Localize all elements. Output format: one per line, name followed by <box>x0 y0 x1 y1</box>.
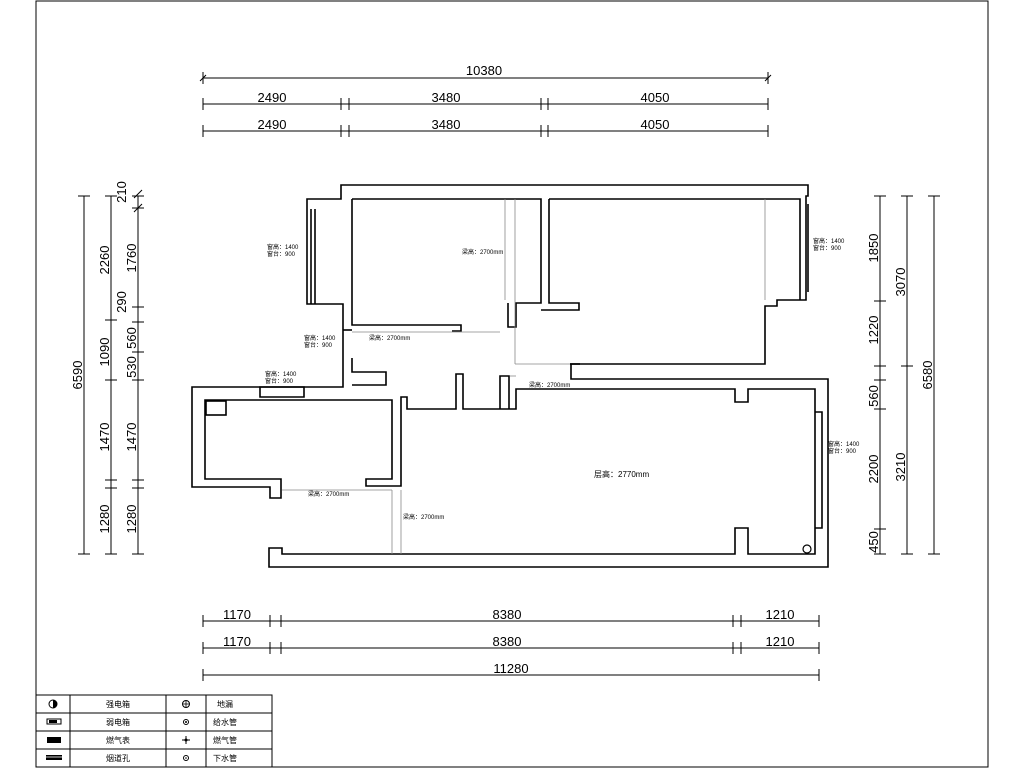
legend-label-gas-meter: 燃气表 <box>106 735 130 745</box>
legend-table <box>35 694 273 768</box>
drain-icon <box>183 755 189 761</box>
legend-label-drain: 下水管 <box>213 753 237 763</box>
window-height-label-4: 窗高：1400 <box>265 370 297 378</box>
left-inner-dimension-2: 1760 <box>124 244 139 273</box>
top-dimension-4: 2490 <box>258 117 287 132</box>
vent-icon <box>46 755 62 760</box>
strong-box-icon <box>46 718 62 725</box>
beam-label-3: 梁高：2700mm <box>529 381 570 389</box>
left-inner-dimension-1: 210 <box>114 181 129 203</box>
right-inner-dimension-5: 450 <box>866 531 881 553</box>
right-inner-dimension-3: 560 <box>866 385 881 407</box>
legend-label-vent: 烟道孔 <box>106 753 130 763</box>
bottom-dimension-4: 1170 <box>223 634 251 649</box>
window-sill-label-5: 窗台：900 <box>828 447 857 455</box>
left-inner-dimension-5: 530 <box>124 356 139 378</box>
left-mid-dimension-3: 1470 <box>97 423 112 452</box>
legend-label-strong-box: 弱电箱 <box>106 717 130 727</box>
right-inner-dimension-2: 1220 <box>866 316 881 345</box>
top-dimension-3: 4050 <box>641 90 670 105</box>
beam-lines <box>282 199 766 554</box>
window-sill-label-3: 窗台：900 <box>304 341 333 349</box>
bottom-dimension-5: 8380 <box>493 634 522 649</box>
right-mid-dimension-1: 3070 <box>893 268 908 297</box>
window-sill-label-1: 窗台：900 <box>267 250 296 258</box>
beam-label-5: 梁高：2700mm <box>403 513 444 521</box>
beam-label-2: 梁高：2700mm <box>369 334 410 342</box>
window-sill-label-4: 窗台：900 <box>265 377 294 385</box>
bottom-dimension-6: 1210 <box>766 634 795 649</box>
window-height-label-3: 窗高：1400 <box>304 334 336 342</box>
legend-label-gas-pipe: 燃气管 <box>213 735 237 745</box>
bottom-total-dimension: 11280 <box>493 661 528 676</box>
top-dimension-5: 3480 <box>432 117 461 132</box>
window-height-label-1: 窗高：1400 <box>267 243 299 251</box>
bottom-dimensions <box>202 615 820 681</box>
left-mid-dimension-1: 2260 <box>97 246 112 275</box>
legend-label-floor-drain: 地漏 <box>217 699 233 709</box>
left-total-dimension: 6590 <box>70 361 85 390</box>
gas-meter-icon <box>47 737 61 743</box>
column-circle <box>802 544 812 554</box>
right-inner-dimension-1: 1850 <box>866 234 881 263</box>
left-inner-dimension-4: 560 <box>124 327 139 349</box>
left-inner-dimension-6: 1470 <box>124 423 139 452</box>
distribution-box-icon <box>48 699 58 709</box>
left-dimensions <box>78 189 144 555</box>
ceiling-height-label: 层高：2770mm <box>594 469 649 479</box>
right-dimensions <box>874 195 940 555</box>
right-total-dimension: 6580 <box>920 361 935 390</box>
bottom-dimension-1: 1170 <box>223 607 251 622</box>
left-inner-dimension-3: 290 <box>114 291 129 313</box>
top-dimension-1: 2490 <box>258 90 287 105</box>
water-supply-icon <box>183 719 189 725</box>
left-inner-dimension-7: 1280 <box>124 505 139 534</box>
bottom-dimension-2: 8380 <box>493 607 522 622</box>
legend-label-water-supply: 给水管 <box>213 717 237 727</box>
left-mid-dimension-4: 1280 <box>97 505 112 534</box>
floor-drain-icon <box>182 700 190 708</box>
window-height-label-5: 窗高：1400 <box>828 440 860 448</box>
left-mid-dimension-2: 1090 <box>97 338 112 367</box>
window-sill-label-2: 窗台：900 <box>813 244 842 252</box>
bottom-dimension-3: 1210 <box>766 607 795 622</box>
beam-label-4: 梁高：2700mm <box>308 490 349 498</box>
top-total-dimension: 10380 <box>466 63 502 78</box>
walls <box>191 184 829 568</box>
top-dimensions <box>199 72 772 137</box>
right-inner-dimension-4: 2200 <box>866 455 881 484</box>
right-mid-dimension-2: 3210 <box>893 453 908 482</box>
window-height-label-2: 窗高：1400 <box>813 237 845 245</box>
gas-pipe-icon <box>182 736 190 744</box>
legend-label-distribution-box: 强电箱 <box>106 699 130 709</box>
top-dimension-6: 4050 <box>641 117 670 132</box>
beam-label-1: 梁高：2700mm <box>462 248 503 256</box>
drawing-frame <box>35 0 989 768</box>
top-dimension-2: 3480 <box>432 90 461 105</box>
